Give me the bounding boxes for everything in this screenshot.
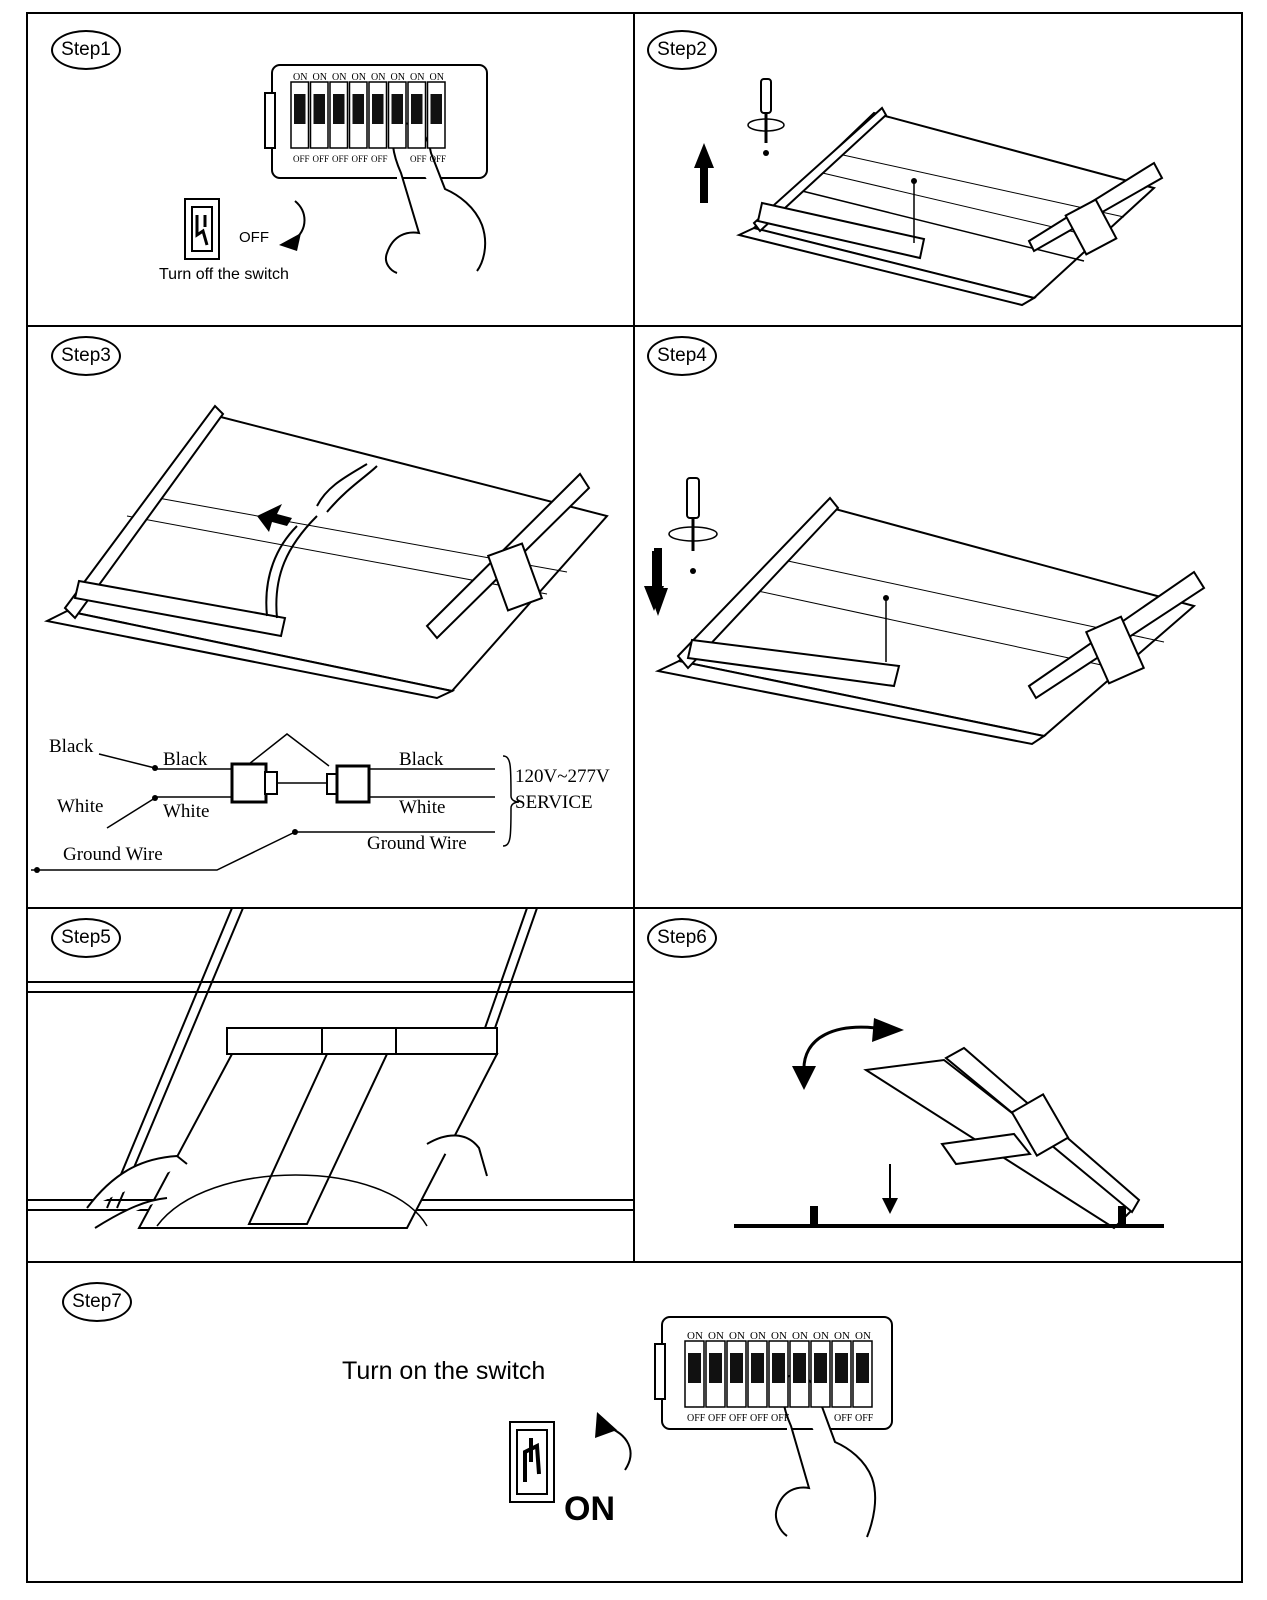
fixture-removal-illustration xyxy=(694,78,1164,307)
step6-badge: Step6 xyxy=(647,918,717,958)
breaker-on-label: ON xyxy=(792,1330,808,1342)
step1-badge: Step1 xyxy=(51,30,121,70)
ceiling-insert-illustration xyxy=(27,907,634,1229)
breaker-on-label: ON xyxy=(750,1330,766,1342)
breaker-on-label: ON xyxy=(410,72,424,83)
breaker-on-label: ON xyxy=(430,72,444,83)
fixture-tilt-illustration xyxy=(734,1018,1164,1230)
service-voltage: 120V~277V xyxy=(515,766,610,787)
wire-right-white: White xyxy=(399,797,446,818)
wiring-diagram xyxy=(31,733,520,873)
breaker-off-label: OFF xyxy=(371,154,388,164)
breaker-off-label: OFF xyxy=(293,154,310,164)
breaker-switch: ON OFF xyxy=(831,1330,853,1424)
breaker-on-label: ON xyxy=(708,1330,724,1342)
breaker-off-label: OFF xyxy=(430,154,447,164)
breaker-switch: ON OFF xyxy=(329,72,349,164)
breaker-switch: ON OFF xyxy=(309,72,330,164)
breaker-switch: ON OFF xyxy=(290,72,310,164)
switch-on-label: ON xyxy=(564,1490,615,1528)
breaker-switch: ON OFF xyxy=(368,72,388,164)
breaker-on-label: ON xyxy=(834,1330,850,1342)
breaker-on-label: ON xyxy=(293,72,307,83)
breaker-switch: ON OFF xyxy=(348,72,369,164)
breaker-on-label: ON xyxy=(371,72,385,83)
breaker-off-label: OFF xyxy=(834,1413,853,1424)
breaker-on-label: ON xyxy=(729,1330,745,1342)
step7-badge: Step7 xyxy=(62,1282,132,1322)
breaker-on-label: ON xyxy=(313,72,327,83)
step5-panel: Step5 xyxy=(27,907,634,1262)
breaker-on-label: ON xyxy=(771,1330,787,1342)
breaker-on-label: ON xyxy=(855,1330,871,1342)
breaker-switch: ON OFF xyxy=(747,1330,769,1424)
step7-caption: Turn on the switch xyxy=(342,1357,546,1385)
wire-right-black: Black xyxy=(399,749,444,770)
breaker-off-label: OFF xyxy=(313,154,330,164)
step4-badge: Step4 xyxy=(647,336,717,376)
step6-panel: Step6 xyxy=(634,908,1242,1262)
step4-panel: Step4 xyxy=(634,326,1242,908)
breaker-on-label: ON xyxy=(352,72,366,83)
wire-left-white: White xyxy=(57,796,104,817)
breaker-off-label: OFF xyxy=(332,154,349,164)
breaker-switch: ON OFF xyxy=(426,72,447,164)
breaker-off-label: OFF xyxy=(771,1413,790,1424)
wire-left-black: Black xyxy=(49,736,94,757)
step3-panel: Step3 Black Black Black White xyxy=(27,326,634,908)
breaker-on-label: ON xyxy=(813,1330,829,1342)
breaker-switch: ON xyxy=(789,1330,810,1408)
service-label: SERVICE xyxy=(515,792,593,813)
breaker-on-label: ON xyxy=(332,72,346,83)
breaker-off-label: OFF xyxy=(352,154,369,164)
breaker-switch: ON OFF xyxy=(768,1330,790,1424)
breaker-off-label: OFF xyxy=(687,1413,706,1424)
step3-badge: Step3 xyxy=(51,336,121,376)
step2-panel: Step2 xyxy=(634,13,1242,326)
breaker-switch: ON OFF xyxy=(407,72,427,164)
breaker-off-label: OFF xyxy=(410,154,427,164)
breaker-on-label: ON xyxy=(687,1330,703,1342)
breaker-switch: ON xyxy=(810,1330,831,1408)
breaker-switch: ON OFF xyxy=(726,1330,748,1424)
wire-left-ground: Ground Wire xyxy=(63,844,163,865)
wiring-fixture-illustration xyxy=(43,404,609,700)
wire-mid-white: White xyxy=(163,801,210,822)
wire-mid-black: Black xyxy=(163,749,208,770)
step5-badge: Step5 xyxy=(51,918,121,958)
breaker-off-label: OFF xyxy=(855,1413,874,1424)
step2-badge: Step2 xyxy=(647,30,717,70)
breaker-switch: ON xyxy=(387,72,407,149)
breaker-switch: ON OFF xyxy=(852,1330,874,1424)
breaker-switch: ON OFF xyxy=(705,1330,727,1424)
breaker-switch: ON OFF xyxy=(684,1330,706,1424)
breaker-off-label: OFF xyxy=(708,1413,727,1424)
wire-right-ground: Ground Wire xyxy=(367,833,467,854)
breaker-on-label: ON xyxy=(391,72,405,83)
breaker-off-label: OFF xyxy=(729,1413,748,1424)
step1-caption: Turn off the switch xyxy=(159,266,289,283)
fixture-install-illustration xyxy=(644,477,1206,746)
switch-off-label: OFF xyxy=(239,229,269,246)
breaker-off-label: OFF xyxy=(750,1413,769,1424)
